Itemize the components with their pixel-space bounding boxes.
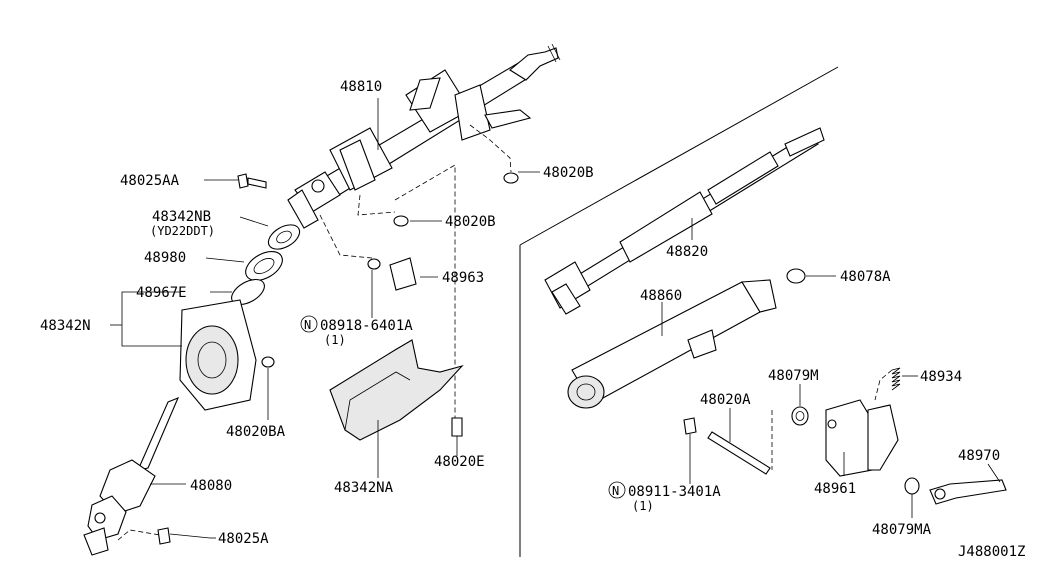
- upper-joint: [287, 171, 341, 229]
- label-48020B-mid: 48020B: [445, 214, 496, 230]
- label-08918: 08918-6401A: [320, 318, 413, 334]
- steering-column-48810: [319, 43, 561, 199]
- label-48025AA: 48025AA: [120, 173, 180, 189]
- label-48025A: 48025A: [218, 531, 269, 547]
- bolt-48025AA: [237, 173, 267, 189]
- label-08918-qty: (1): [324, 333, 346, 347]
- label-48342NA: 48342NA: [334, 480, 394, 496]
- label-48967E: 48967E: [136, 285, 187, 301]
- label-48020B-top: 48020B: [543, 165, 594, 181]
- clip-48963: [367, 257, 417, 291]
- lever-48970: [929, 479, 1007, 505]
- label-48020BA: 48020BA: [226, 424, 286, 440]
- washer-48079MA: [904, 477, 920, 495]
- label-48810: 48810: [340, 79, 382, 95]
- label-48934: 48934: [920, 369, 962, 385]
- divider-lines: [519, 66, 839, 557]
- label-48342NB: 48342NB: [152, 209, 211, 225]
- label-48078A: 48078A: [840, 269, 891, 285]
- label-48079MA: 48079MA: [872, 522, 932, 538]
- nut-48078A: [786, 268, 806, 284]
- rings: [231, 224, 301, 306]
- heat-shield-48342NA: [329, 339, 464, 441]
- label-48342N: 48342N: [40, 318, 91, 334]
- label-08911: 08911-3401A: [628, 484, 721, 500]
- stud-48020A: [707, 431, 771, 475]
- column-shaft-48820: [544, 127, 825, 315]
- bolt-48020E: [451, 417, 463, 448]
- leader-lines: [110, 98, 1001, 539]
- nut-symbol-circle-2: [608, 481, 626, 499]
- hole-cover-48342N: [179, 299, 275, 411]
- diagram-id: J488001Z: [958, 544, 1025, 560]
- label-yd22ddt: (YD22DDT): [150, 224, 215, 238]
- label-48860: 48860: [640, 288, 682, 304]
- label-48963: 48963: [442, 270, 484, 286]
- label-48080: 48080: [190, 478, 232, 494]
- nut-symbol-2: N: [612, 484, 619, 498]
- label-48961: 48961: [814, 481, 856, 497]
- label-08911-qty: (1): [632, 499, 654, 513]
- spring-48934: [891, 367, 901, 391]
- bolt-48025A: [157, 527, 211, 545]
- nut-symbol-1: N: [304, 318, 311, 332]
- label-48020E: 48020E: [434, 454, 485, 470]
- lower-shaft-48080: [83, 396, 180, 556]
- label-48820: 48820: [666, 244, 708, 260]
- nut-48020B-mid: [393, 215, 409, 227]
- label-48020A: 48020A: [700, 392, 751, 408]
- washer-48079M: [791, 406, 809, 426]
- nut-48020B-top: [503, 172, 519, 184]
- label-48079M: 48079M: [768, 368, 819, 384]
- bracket-48961: [825, 399, 899, 477]
- label-48980: 48980: [144, 250, 186, 266]
- nut-symbol-circle-1: [300, 315, 318, 333]
- nut-08911: [683, 417, 697, 435]
- column-tube-48860: [567, 279, 777, 409]
- part-labels: 48810 48025AA 48020B 48020B 48342NB (YD2…: [40, 79, 1025, 560]
- label-48970: 48970: [958, 448, 1000, 464]
